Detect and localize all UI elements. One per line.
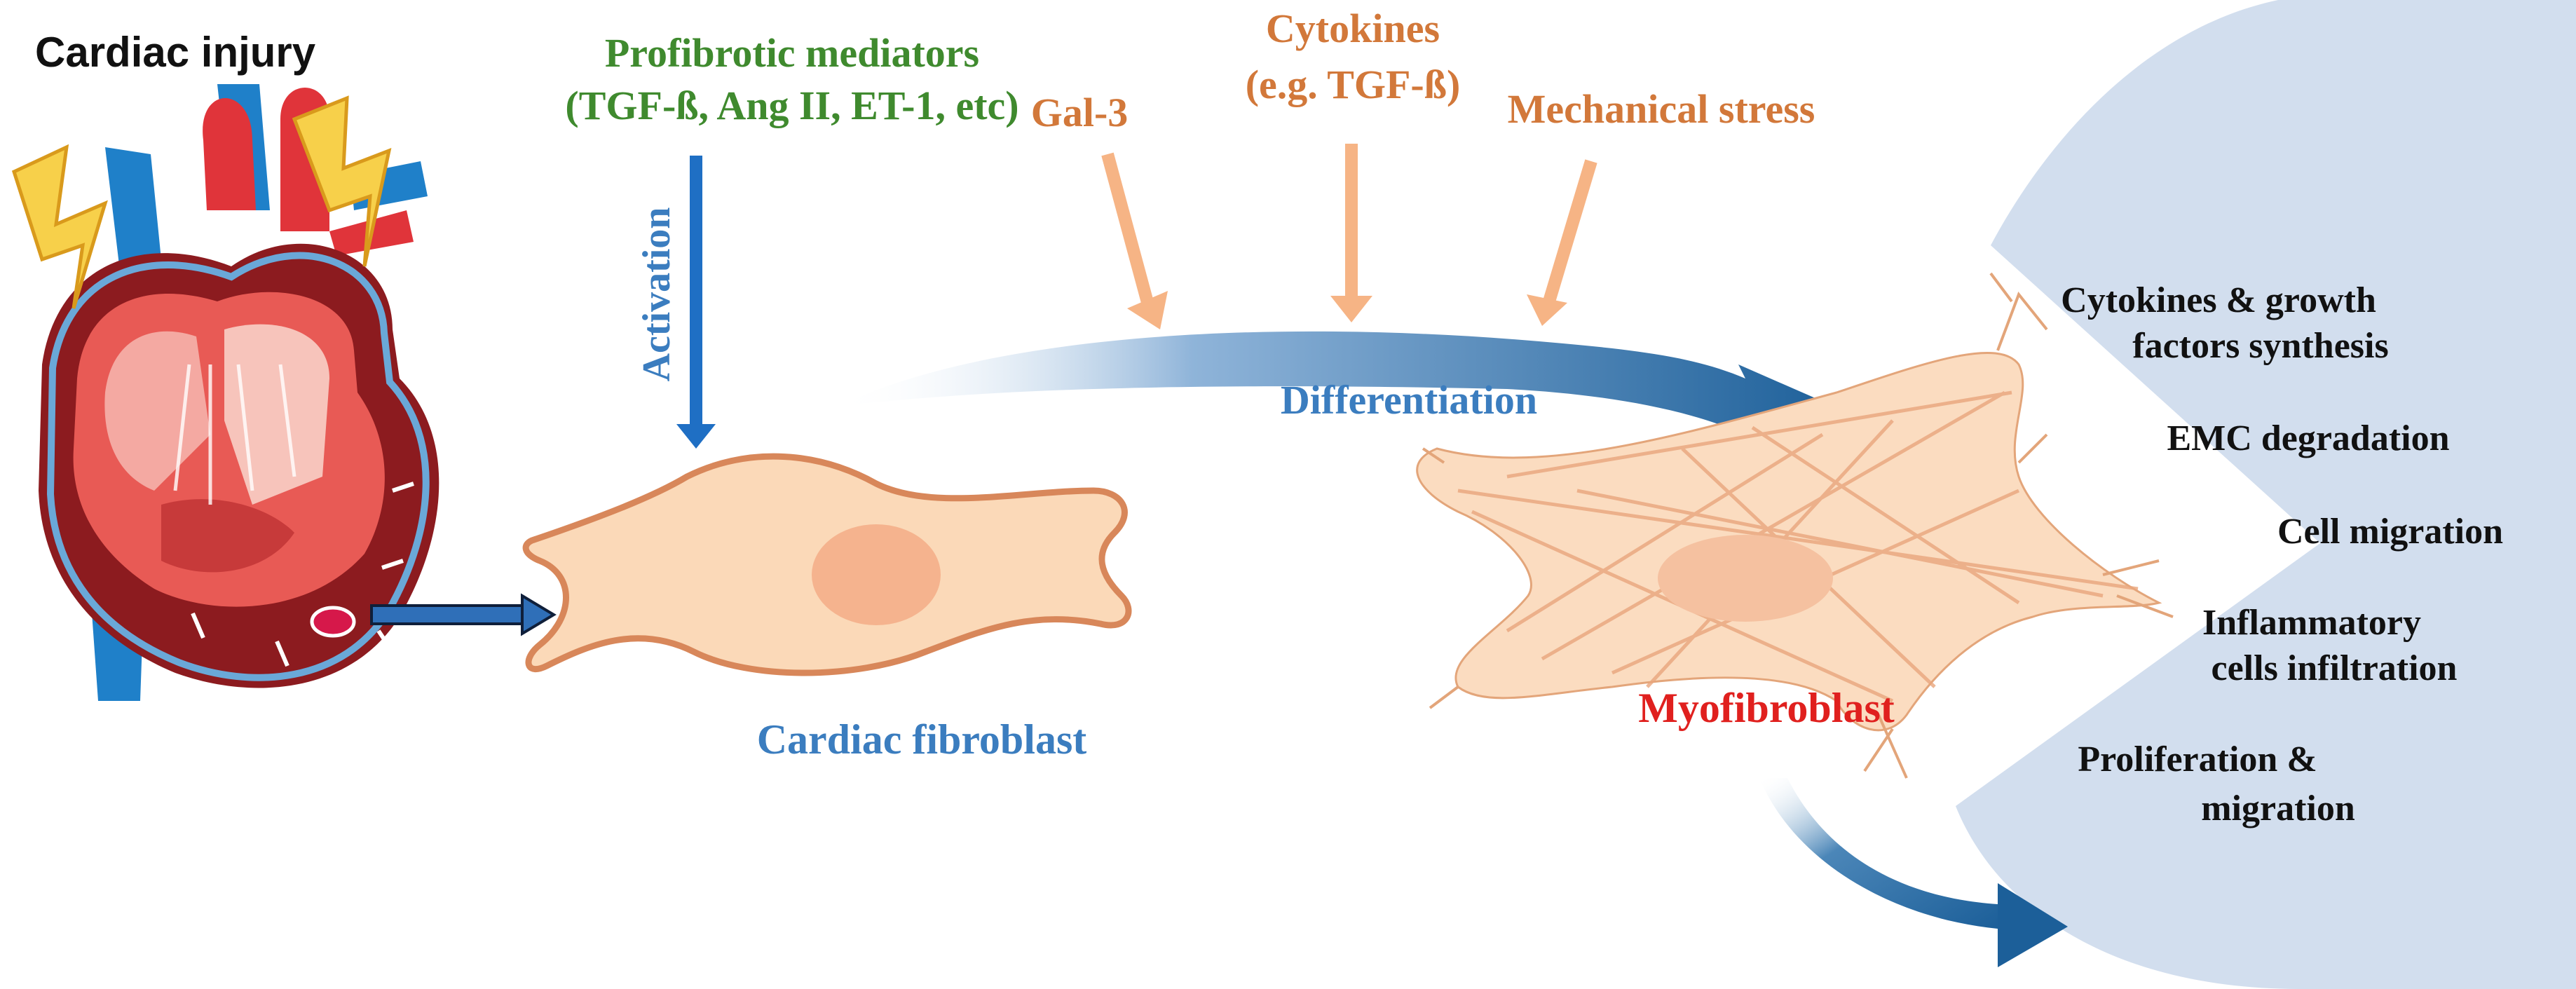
stimulus-arrows [1101, 144, 1597, 329]
gal3-label: Gal-3 [1031, 90, 1129, 135]
fibroblast-nucleus [812, 524, 941, 625]
function-proliferation-line2: migration [2201, 789, 2355, 828]
differentiation-arrow [838, 331, 1851, 452]
cytokines-label: Cytokines [1266, 6, 1440, 51]
cytokines-example-label: (e.g. TGF-ß) [1246, 62, 1461, 107]
function-proliferation-line1: Proliferation & [2078, 739, 2317, 779]
activation-arrow [676, 156, 716, 449]
lightning-icon-right [292, 95, 392, 267]
function-cytokines-synthesis-line2: factors synthesis [2132, 326, 2388, 366]
heart-to-fibroblast-arrow [370, 593, 557, 636]
cardiac-fibroblast-cell [522, 453, 1132, 676]
profibrotic-mediators-examples: (TGF-ß, Ang II, ET-1, etc) [565, 83, 1018, 128]
function-cell-migration: Cell migration [2277, 512, 2503, 552]
cardiac-fibroblast-label: Cardiac fibroblast [757, 716, 1087, 763]
activation-label: Activation [635, 207, 679, 382]
myofibroblast-label: Myofibroblast [1638, 685, 1895, 731]
function-inflammatory-infiltration-line2: cells infiltration [2212, 648, 2458, 688]
profibrotic-mediators-label: Profibrotic mediators [605, 30, 979, 76]
functions-panel [1956, 0, 2576, 989]
loop-arrow [1759, 778, 2068, 967]
function-emc-degradation: EMC degradation [2167, 418, 2450, 458]
lightning-icon-left [11, 144, 108, 309]
heart-illustration [11, 84, 439, 701]
function-inflammatory-infiltration-line1: Inflammatory [2202, 603, 2421, 643]
function-cytokines-synthesis-line1: Cytokines & growth [2061, 280, 2376, 320]
myofibroblast-nucleus [1658, 535, 1833, 622]
differentiation-label: Differentiation [1281, 377, 1537, 423]
myofibroblast-cell [1416, 272, 2174, 779]
cardiac-injury-label: Cardiac injury [35, 29, 316, 76]
lesion-marker [310, 606, 356, 638]
mechanical-stress-label: Mechanical stress [1508, 86, 1815, 132]
